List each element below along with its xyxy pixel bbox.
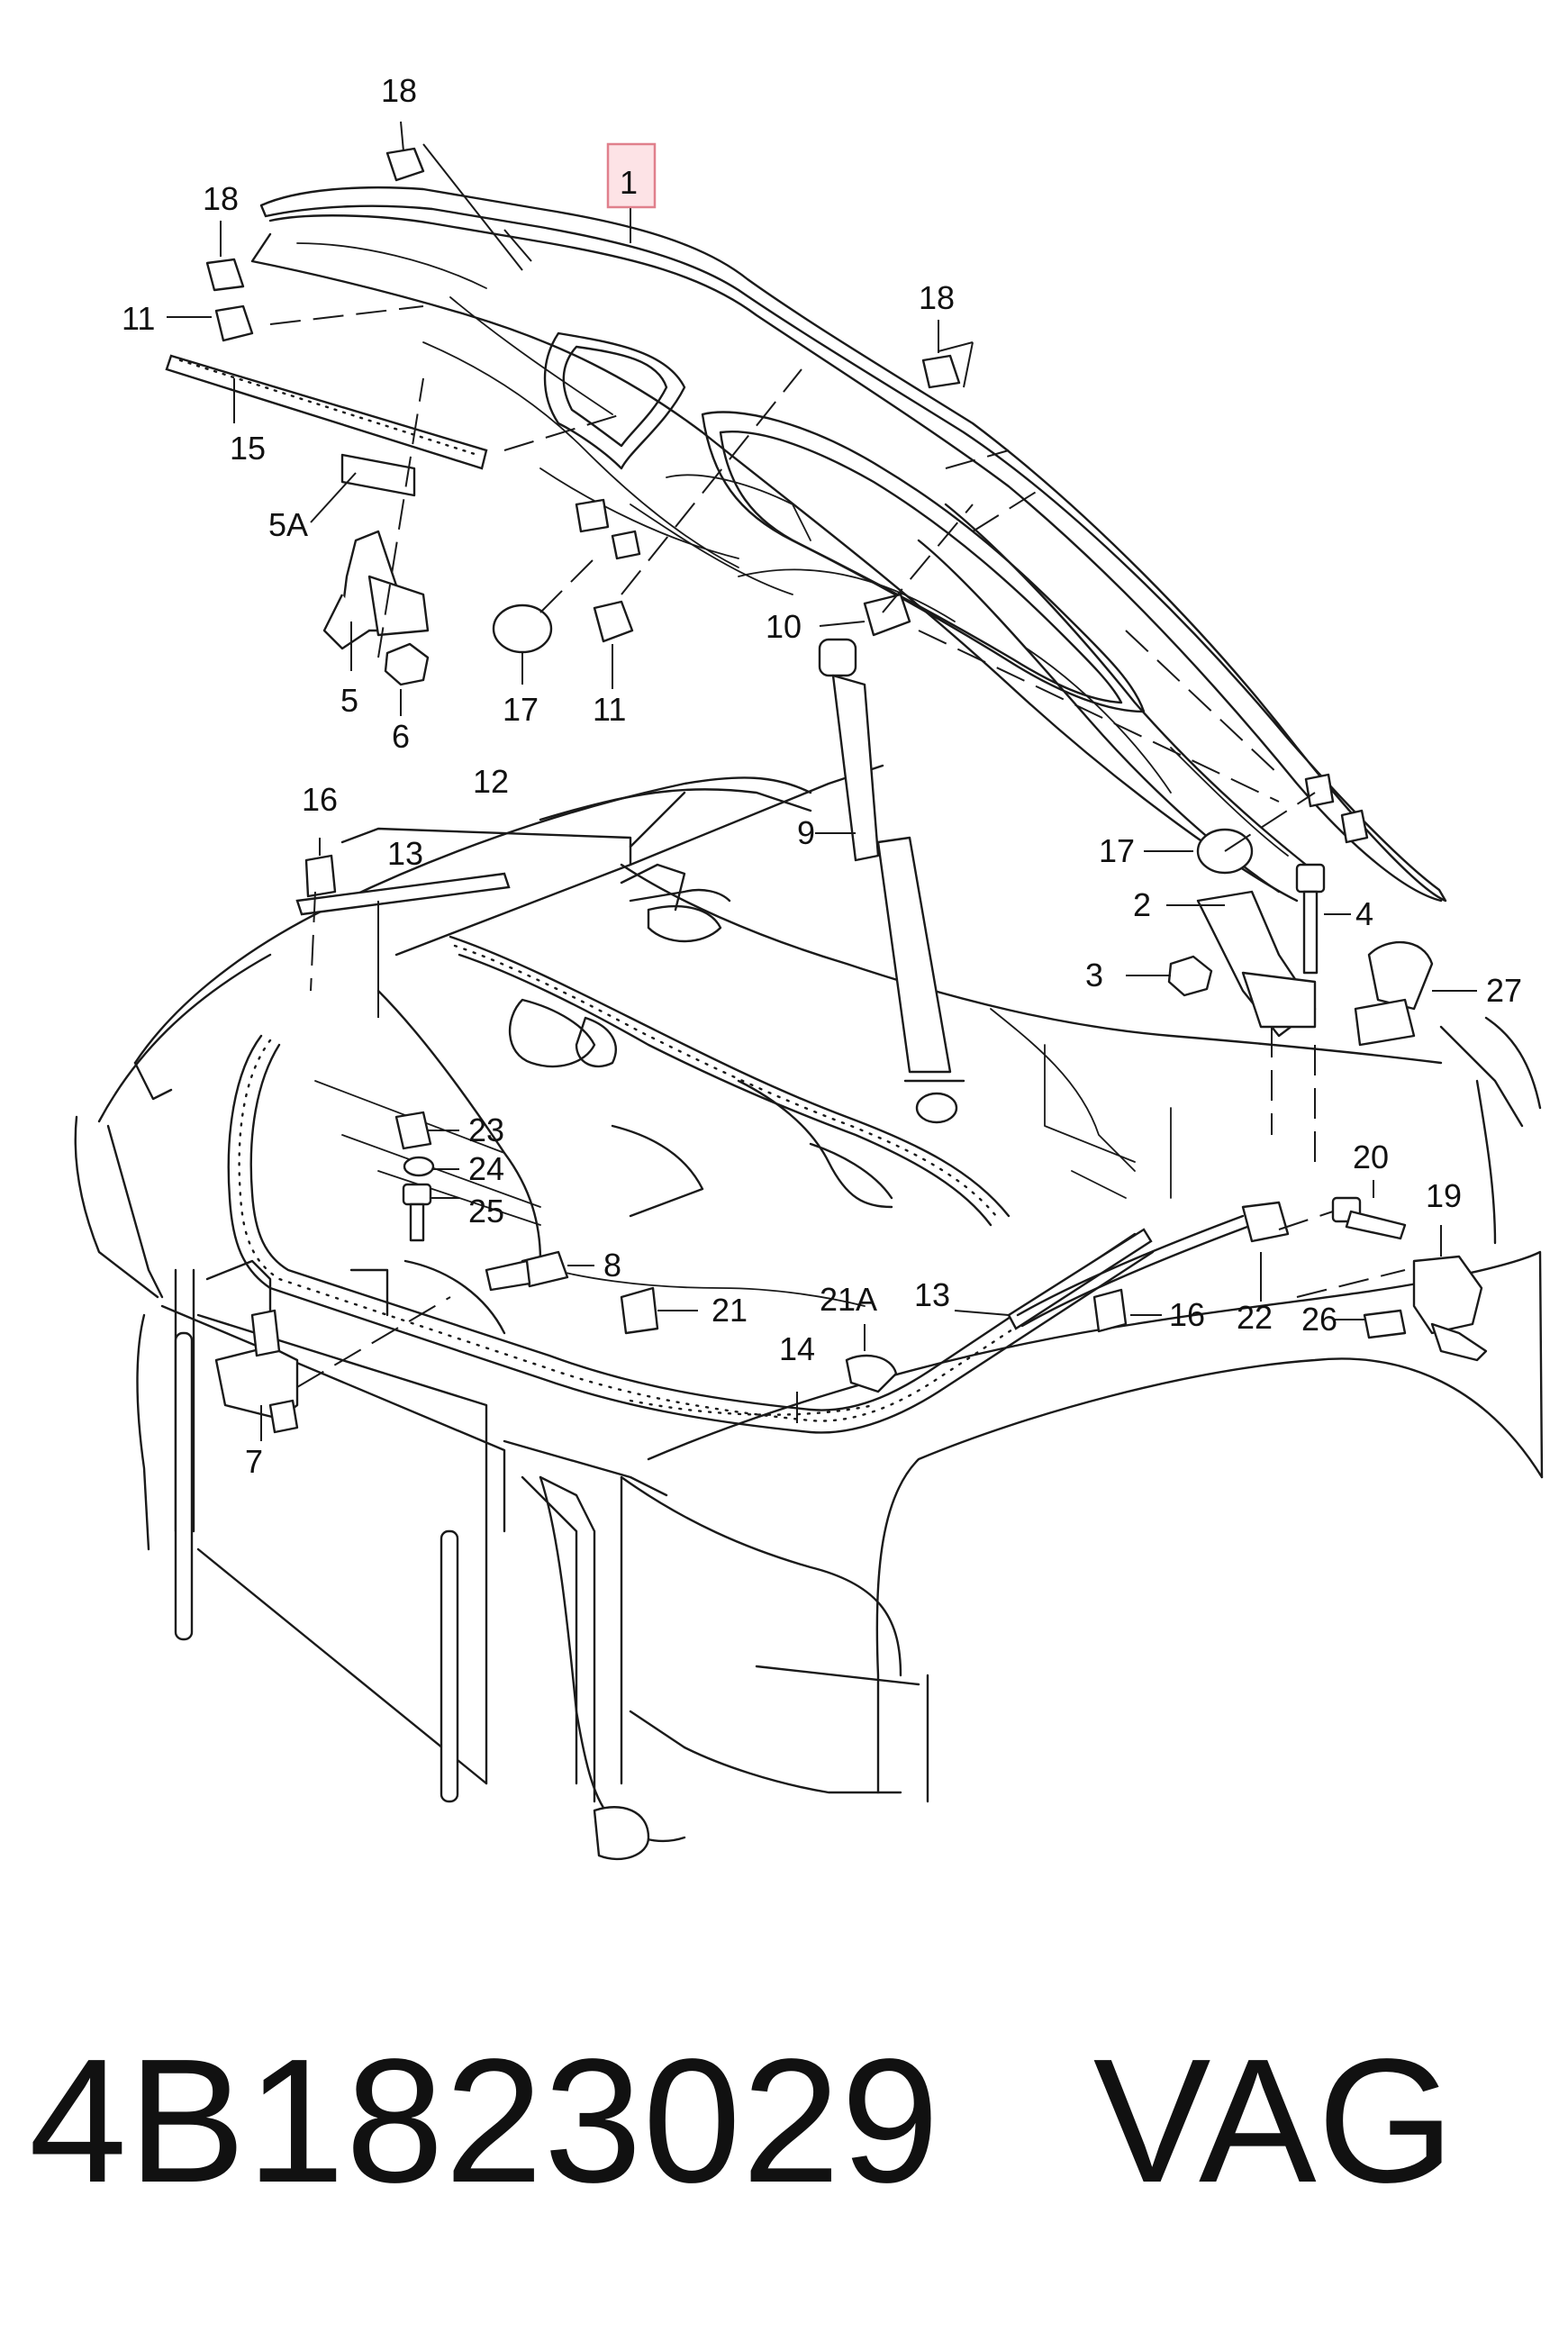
callout-19: 19 <box>1426 1177 1462 1214</box>
nut-3 <box>1167 955 1213 997</box>
callout-25: 25 <box>468 1193 504 1229</box>
callout-13-left: 13 <box>387 835 423 872</box>
callout-27: 27 <box>1486 972 1522 1009</box>
callout-26: 26 <box>1301 1301 1337 1338</box>
callout-11-bottom: 11 <box>593 691 626 728</box>
callout-2: 2 <box>1133 886 1151 923</box>
callout-17-left: 17 <box>503 691 539 728</box>
brand-name: VAG <box>1092 2022 1456 2219</box>
bracket-12 <box>340 827 632 867</box>
hinge <box>1196 890 1317 1038</box>
seal-13-a <box>295 872 511 916</box>
pad-26 <box>1363 1309 1407 1339</box>
callout-21: 21 <box>711 1292 748 1329</box>
washer-24 <box>403 1156 435 1177</box>
buffer-11-b <box>593 600 634 643</box>
bolt-8 <box>485 1250 569 1292</box>
callout-12: 12 <box>473 763 509 800</box>
caption: 4B1823029 VAG <box>29 2018 1542 2225</box>
callout-15: 15 <box>230 430 266 467</box>
callout-1: 1 <box>620 164 638 201</box>
hood-lock <box>322 530 430 650</box>
callout-16-left: 16 <box>302 781 338 818</box>
hood-panel <box>250 186 1447 903</box>
cap-27 <box>1354 941 1434 1047</box>
callout-6: 6 <box>392 718 410 755</box>
part-number: 4B1823029 <box>29 2022 940 2219</box>
bolt-4 <box>1295 863 1326 975</box>
clip-16-a <box>304 854 337 898</box>
release-handle-19 <box>1412 1255 1488 1362</box>
buffer-18-c <box>921 354 961 389</box>
clip-23 <box>394 1111 432 1150</box>
callout-16-right: 16 <box>1169 1296 1205 1333</box>
callout-14: 14 <box>779 1330 815 1367</box>
buffer-18-b <box>205 258 245 292</box>
nut-6 <box>384 642 430 686</box>
buffer-18-a <box>385 147 425 182</box>
callout-18-top: 18 <box>381 72 417 109</box>
callout-1-highlight <box>606 142 657 209</box>
callout-9: 9 <box>797 814 815 851</box>
grommet-17-a <box>492 603 553 654</box>
bracket-7 <box>214 1309 299 1434</box>
clip-hood-b <box>611 530 641 560</box>
callout-17-right: 17 <box>1099 832 1135 869</box>
buffer-11-a <box>214 304 254 342</box>
clip-16-b <box>1092 1288 1128 1333</box>
callout-8: 8 <box>603 1247 621 1284</box>
callout-13-right: 13 <box>914 1276 950 1313</box>
clip-hood-c <box>1304 773 1335 808</box>
clip-21 <box>620 1286 659 1335</box>
callout-5a: 5A <box>268 506 308 543</box>
leader-lines <box>167 121 1477 1441</box>
callout-7: 7 <box>245 1443 263 1480</box>
callout-11-left: 11 <box>122 300 155 337</box>
seal-13-b <box>1007 1228 1153 1330</box>
callout-10: 10 <box>766 608 802 645</box>
clip-hood-a <box>575 498 610 533</box>
callout-20: 20 <box>1353 1139 1389 1175</box>
gas-strut <box>818 638 965 1124</box>
pad-5a <box>340 453 416 497</box>
callout-18-right: 18 <box>919 279 955 316</box>
callout-18-left: 18 <box>203 180 239 217</box>
screw-25 <box>402 1183 432 1242</box>
hood-seal-strip <box>165 354 488 470</box>
vehicle-body <box>74 764 1544 1861</box>
callout-23: 23 <box>468 1112 504 1148</box>
callout-5: 5 <box>340 682 358 719</box>
callout-labels: 1 18 18 18 11 15 5A 5 6 17 11 10 9 16 12… <box>122 72 1522 1480</box>
assembly-lines <box>269 305 1406 1388</box>
bolt-20 <box>1331 1196 1407 1240</box>
seal-14 <box>629 1399 875 1416</box>
clip-hood-d <box>1340 809 1369 844</box>
callout-21a: 21A <box>820 1281 877 1318</box>
callout-4: 4 <box>1355 895 1373 932</box>
pin-10 <box>863 593 911 637</box>
callout-3: 3 <box>1085 957 1103 994</box>
clip-21a <box>845 1354 898 1393</box>
connector-22 <box>1016 1201 1290 1328</box>
callout-22: 22 <box>1237 1299 1273 1336</box>
callout-24: 24 <box>468 1150 504 1187</box>
